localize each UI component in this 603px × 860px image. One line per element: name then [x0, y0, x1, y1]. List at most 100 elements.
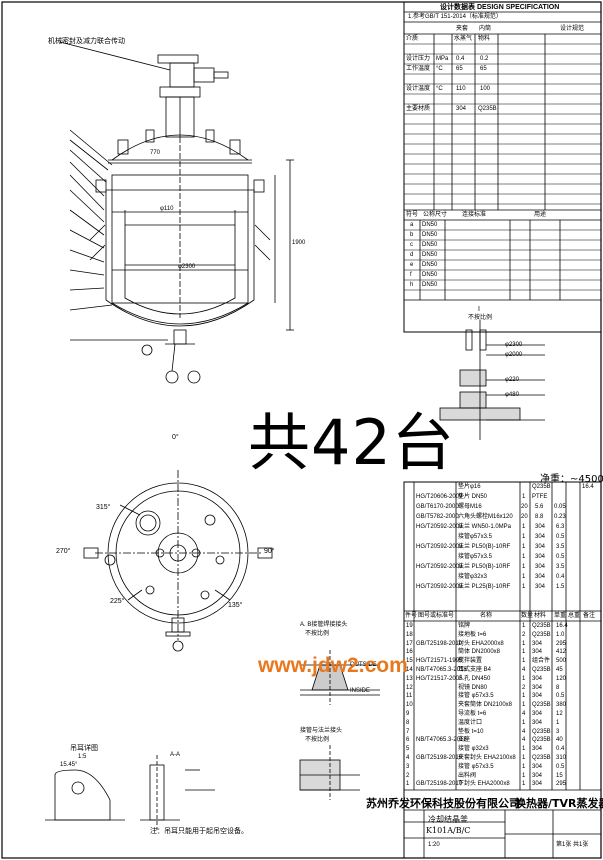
bom-lower-name: 接管 φ57x3.5: [458, 763, 494, 770]
lug-remark: 注：吊耳只能用于起吊空设备。: [150, 828, 248, 835]
angle-135: 135°: [228, 602, 243, 609]
spec-row-unit: °C: [436, 66, 443, 72]
bom-lower-w: 412: [556, 649, 567, 656]
bom-lower-qty: 4: [522, 711, 526, 717]
conn-size: DN50: [422, 232, 438, 238]
detail-B-title: 接管与法兰接头: [300, 728, 343, 734]
bom-lower-no: 7: [406, 728, 410, 735]
bom-lower-no: 15: [406, 658, 413, 665]
bom-lower-w: 1: [556, 719, 560, 726]
bom-lower-name: 封头 EHA2000x8: [458, 640, 504, 647]
bom-lower-w: 8: [556, 684, 560, 691]
bom-w: 3.5: [556, 544, 565, 550]
bom-name: 螺母M16: [458, 504, 482, 510]
bom-lower-no: 18: [406, 631, 413, 638]
bom-lower-w: 380: [556, 702, 567, 709]
bom-lower-name: 视镜 DN80: [458, 684, 488, 691]
bom-lower-name: 搅拌装置: [458, 658, 483, 665]
angle-0: 0°: [172, 434, 179, 441]
bom-std: HG/T20592-2009: [416, 564, 463, 570]
bom-name: 六角头螺栓M16x120: [458, 514, 513, 520]
angle-225: 225°: [110, 598, 125, 605]
bom-qty: 1: [522, 554, 526, 560]
bom-name: 法兰 WN50-1.0MPa: [458, 524, 512, 530]
bom-lower-name: 夹套封头 EHA2100x8: [458, 755, 516, 761]
bom-lower-std: GB/T25198-2010: [416, 640, 463, 647]
spec-table-frame: [403, 1, 602, 333]
bom-lower-w: 500: [556, 658, 567, 665]
bom-lower-mat: 304: [532, 772, 543, 779]
bom-lower-no: 14: [406, 667, 413, 673]
bom-lower-qty: 2: [522, 684, 526, 691]
bom-w: 0.5: [556, 554, 565, 560]
dim-top: 770: [150, 150, 161, 156]
bom-lower-qty: 1: [522, 658, 526, 665]
bom-qty: 1: [522, 574, 526, 580]
drawing-title: 冷却结晶釜: [428, 815, 468, 824]
drawing-number: K101A/B/C: [426, 826, 471, 835]
dim-detail-1: φ2300: [505, 342, 523, 348]
bom-lower-w: 1.0: [556, 631, 565, 638]
bom-lower-w: 3: [556, 728, 560, 735]
lug-section: A-A: [170, 752, 181, 758]
bom-lower-name: 下封头 EHA2000x8: [458, 781, 510, 788]
bom-name: 法兰 PL50(B)-10RF: [458, 564, 511, 570]
bom-lower-w: 40: [556, 737, 563, 744]
bom-lower-name: 夹套筒体 DN2100x8: [458, 702, 513, 709]
bom-lower-name: 耳式支座 B4: [458, 667, 492, 673]
bom-lower-std: GB/T25198-2010: [416, 781, 463, 788]
conn-size: DN50: [422, 282, 438, 288]
bom-lower-mat: Q235B: [532, 755, 551, 761]
spec-row-b: 100: [480, 86, 491, 92]
drive-label: 机械密封及减力联合传动: [48, 38, 125, 45]
bom-lower-w: 12: [556, 711, 563, 717]
conn-mark: c: [410, 242, 413, 248]
detail-I-title: I: [478, 306, 480, 313]
conn-header-mark: 符号: [406, 212, 419, 218]
dim-detail-3: φ220: [505, 377, 519, 383]
bom-lower-mat: 304: [532, 649, 543, 656]
bom-lower-w: 310: [556, 755, 567, 761]
bom-lower-no: 1: [406, 781, 410, 788]
bom-lower-qty: 1: [522, 772, 526, 779]
bom-name: 接管φ32x3: [458, 574, 487, 580]
bom-lower-mat: Q235B: [532, 702, 551, 709]
bom-name: 垫片 DN50: [458, 494, 488, 500]
vessel-elevation: [59, 41, 294, 384]
spec-note: 1.参考GB/T 151-2014（标准规范）: [408, 14, 502, 20]
bom-mat: Q235B: [532, 484, 551, 490]
bom-lower-no: 17: [406, 640, 413, 647]
conn-mark: f: [410, 272, 412, 278]
bom-header-unit-w: 单重: [554, 613, 567, 619]
bom-name: 接管φ57x3.5: [458, 534, 492, 540]
bom-lower-mat: 304: [532, 711, 543, 717]
bom-lower-mat: 304: [532, 746, 543, 753]
lug-title: 吊耳详图: [70, 745, 98, 752]
bom-lower-no: 3: [406, 763, 410, 770]
spec-row-label: 设计温度: [406, 86, 431, 92]
conn-mark: e: [410, 262, 414, 268]
bom-lower-w: 0.4: [556, 746, 565, 753]
conn-size: DN50: [422, 262, 438, 268]
bom-lower-mat: 组合件: [532, 658, 551, 665]
bom-lower-name: 支座: [458, 737, 471, 744]
bom-lower-qty: 1: [522, 675, 526, 682]
spec-row-label: 主要材质: [406, 106, 431, 112]
bom-std: HG/T20606-2009: [416, 494, 463, 500]
spec-row-b: Q235B: [478, 106, 497, 112]
bom-lower-name: 接管 φ32x3: [458, 746, 489, 753]
bom-lower-w: 0.5: [556, 763, 565, 770]
angle-315: 315°: [96, 504, 111, 511]
bom-name: 法兰 PL50(B)-10RF: [458, 544, 511, 550]
bom-lower-w: 295: [556, 781, 567, 788]
spec-row-unit: MPa: [436, 56, 449, 62]
bom-mat: 8.8: [535, 514, 544, 520]
bom-mat: 304: [535, 564, 546, 570]
bom-std: HG/T20592-2009: [416, 524, 463, 530]
conn-mark: d: [410, 252, 414, 258]
company-name: 苏州乔发环保科技股份有限公司: [366, 797, 520, 810]
bom-header-remark: 备注: [583, 613, 596, 619]
spec-row-label: 工作温度: [406, 66, 431, 72]
bom-std: GB/T6170-2000: [416, 504, 459, 510]
